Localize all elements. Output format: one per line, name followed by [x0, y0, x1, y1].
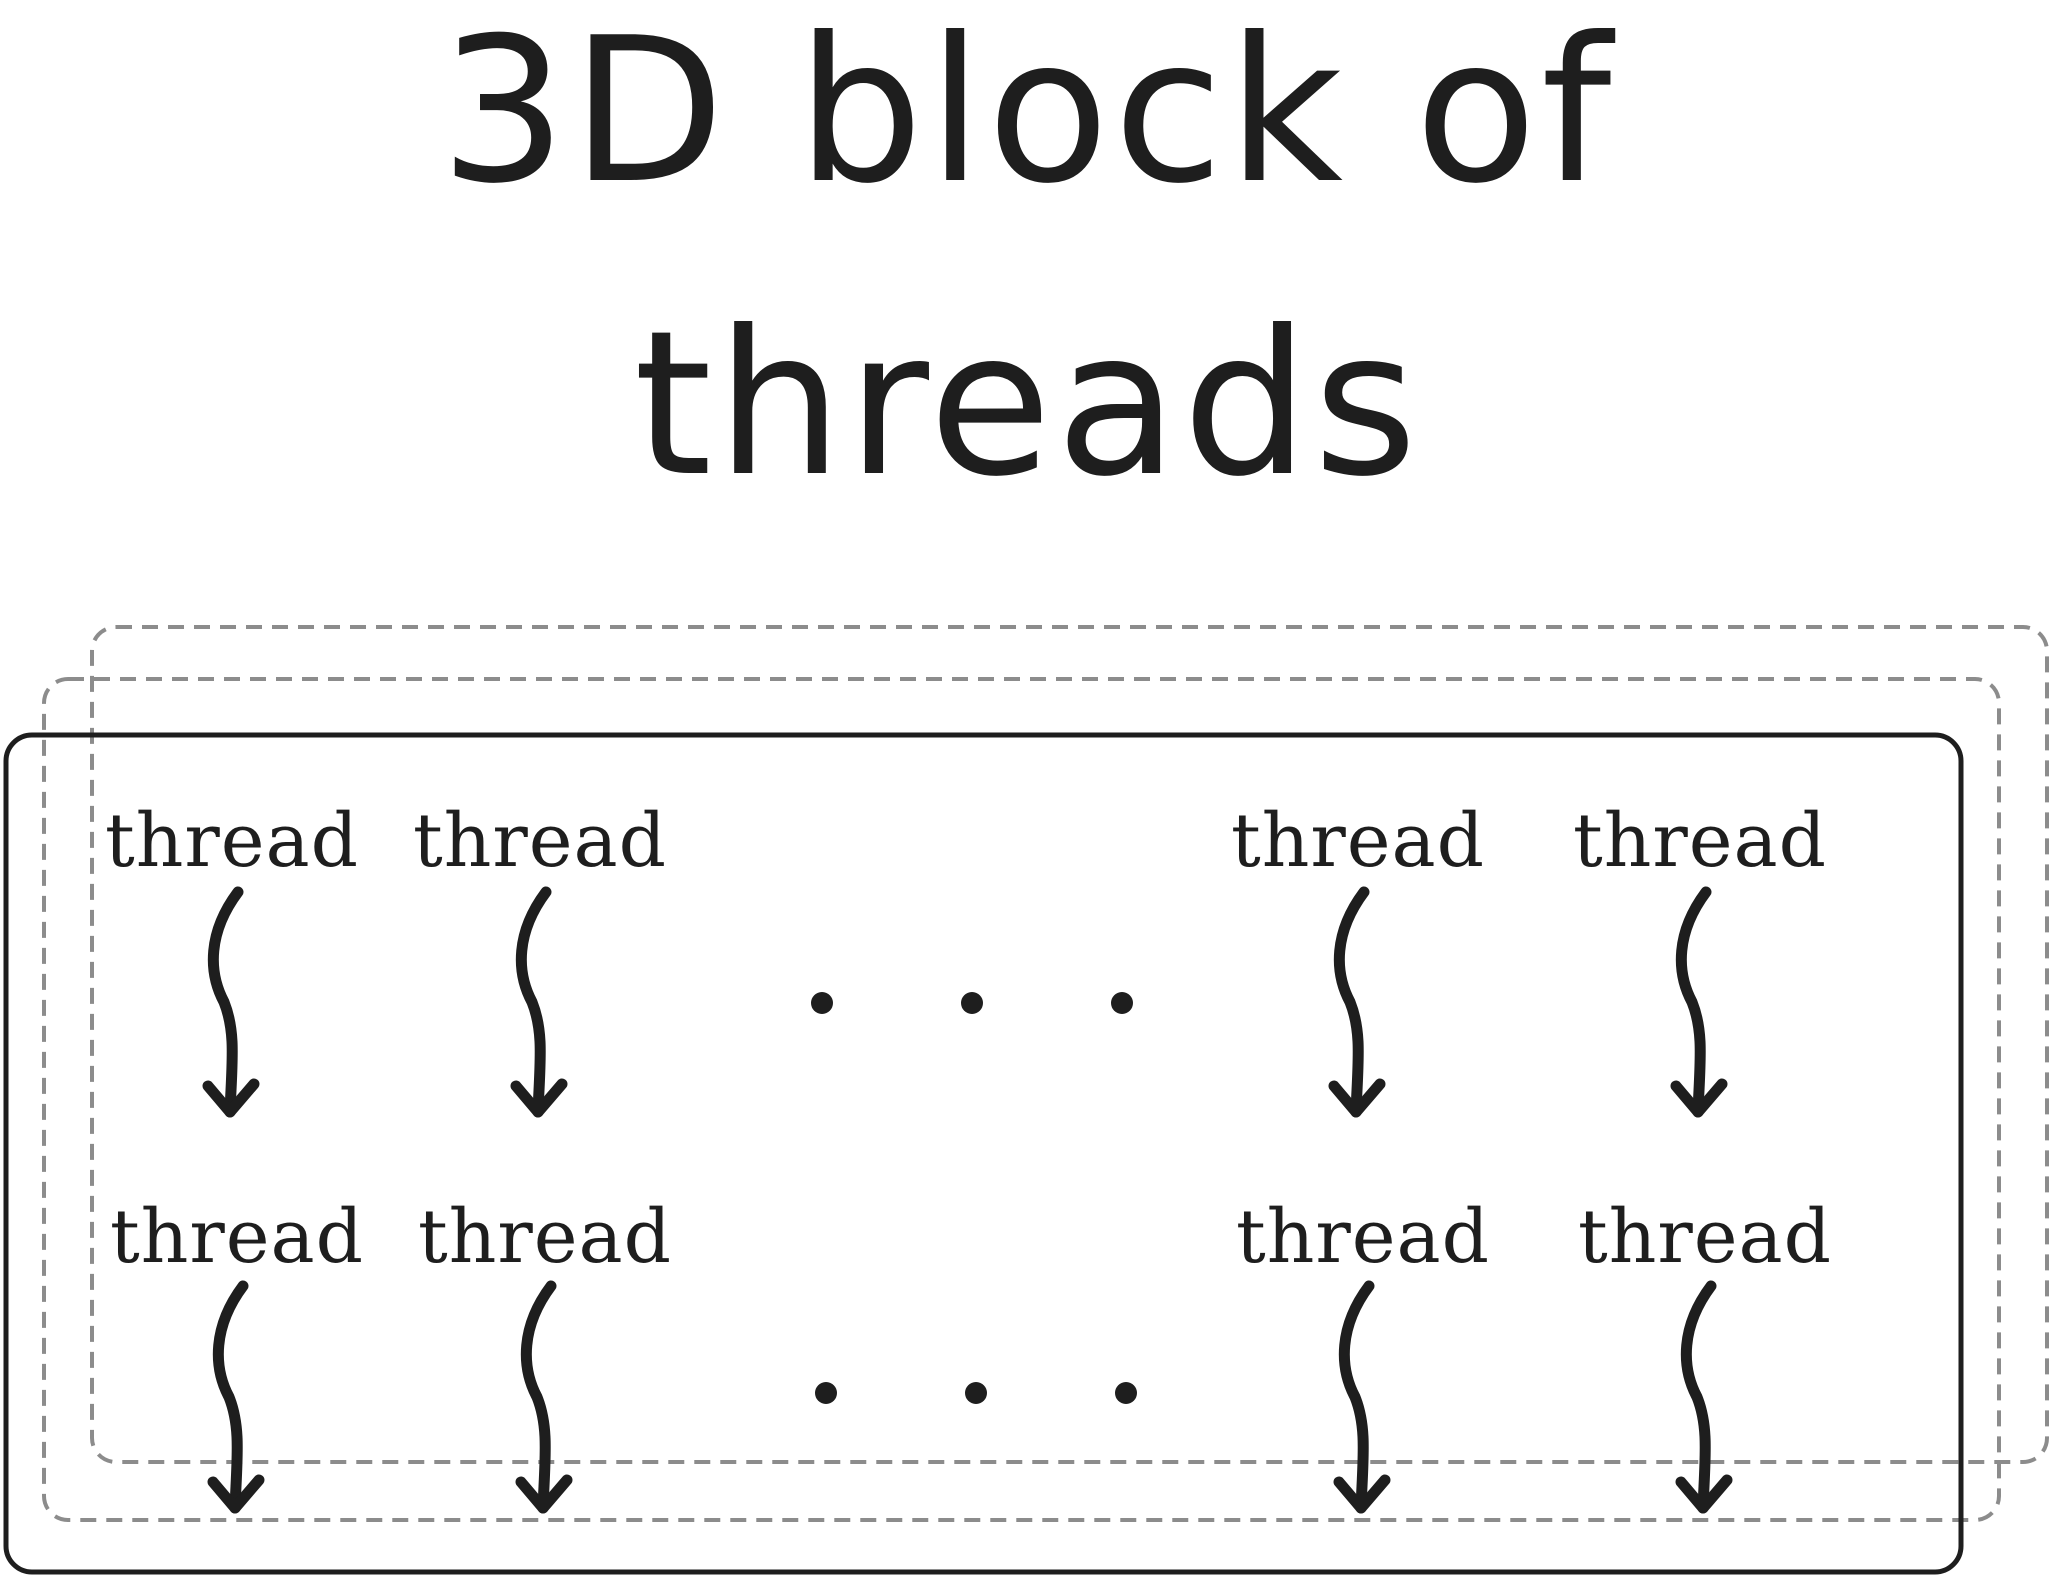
thread-arrow	[212, 1280, 249, 1514]
thread-arrow	[1333, 886, 1370, 1118]
ellipsis-dot	[961, 992, 983, 1014]
thread-arrow	[1675, 886, 1712, 1118]
thread-arrow	[515, 886, 552, 1118]
thread-arrow-head	[1333, 1474, 1391, 1514]
ellipsis-dot	[815, 1382, 837, 1404]
thread-arrow	[520, 1280, 557, 1514]
ellipsis-dot	[811, 992, 833, 1014]
ellipsis-dot	[1111, 992, 1133, 1014]
thread-label: thread	[1231, 798, 1485, 884]
diagram-title-line-2: threads	[633, 288, 1422, 521]
thread-label: thread	[1573, 798, 1827, 884]
ellipsis-dot	[1115, 1382, 1137, 1404]
thread-label: thread	[1578, 1194, 1832, 1280]
thread-arrow	[1338, 1280, 1375, 1514]
thread-label: thread	[413, 798, 667, 884]
ellipsis	[815, 1382, 1137, 1404]
thread-arrow-head	[202, 1078, 260, 1118]
diagram-title-line-1: 3D block of	[439, 0, 1616, 228]
thread-arrow-head	[1675, 1474, 1733, 1514]
thread-label: thread	[110, 1194, 364, 1280]
thread-label: thread	[105, 798, 359, 884]
thread-label: thread	[1236, 1194, 1490, 1280]
thread-arrow-head	[207, 1474, 265, 1514]
thread-label: thread	[418, 1194, 672, 1280]
block-layer-front	[3, 732, 1964, 1575]
thread-grid: thread thread thread thread thread thread thre…	[105, 798, 1832, 1514]
thread-arrow-head	[1670, 1078, 1728, 1118]
ellipsis-dot	[965, 1382, 987, 1404]
block-layer-middle	[42, 677, 2001, 1522]
ellipsis	[811, 992, 1133, 1014]
thread-arrow-head	[1328, 1078, 1386, 1118]
thread-arrow-head	[515, 1474, 573, 1514]
thread-arrow	[1680, 1280, 1717, 1514]
block-layer-back	[90, 625, 2049, 1464]
thread-arrow	[207, 886, 244, 1118]
thread-arrow-head	[510, 1078, 568, 1118]
